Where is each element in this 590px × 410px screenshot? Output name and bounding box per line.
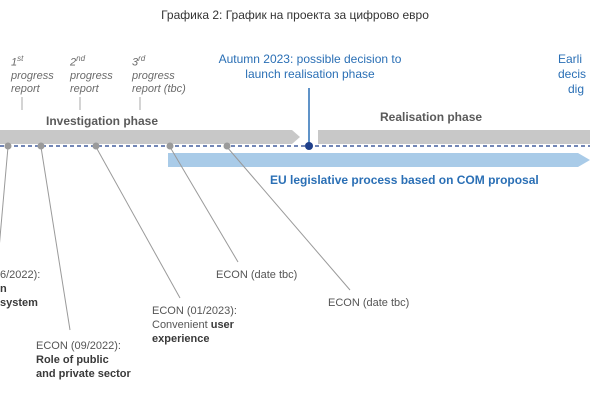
report-line1: progress bbox=[11, 69, 54, 82]
timeline-dot-econ-3 bbox=[92, 142, 100, 150]
econ-connector-3 bbox=[95, 146, 181, 299]
econ-date: ECON (09/2022): bbox=[36, 340, 121, 352]
report-line2: report bbox=[70, 82, 99, 95]
econ-connector-2 bbox=[40, 146, 71, 331]
right-edge-line3: dig bbox=[568, 82, 585, 96]
econ-label-1: 6/2022): n system bbox=[0, 268, 40, 310]
econ-label-4: ECON (date tbc) bbox=[216, 268, 297, 282]
econ-date: ECON (01/2023): bbox=[152, 305, 237, 317]
right-edge-label: Earli decis dig bbox=[558, 52, 590, 97]
progress-report-2: 2nd progress report bbox=[70, 52, 113, 96]
econ-date: ECON (date tbc) bbox=[328, 297, 410, 309]
legislative-process-arrow bbox=[168, 153, 590, 167]
investigation-phase-label: Investigation phase bbox=[46, 114, 159, 128]
timeline-dot-econ-1 bbox=[4, 142, 12, 150]
econ-date: 6/2022): bbox=[0, 269, 41, 281]
econ-topic-line1b: user bbox=[210, 319, 234, 331]
econ-connector-1 bbox=[0, 146, 9, 244]
report-line2: report bbox=[11, 82, 40, 95]
econ-label-2: ECON (09/2022): Role of public and priva… bbox=[36, 339, 131, 381]
econ-topic-line2: and private sector bbox=[36, 368, 131, 380]
report-line2: report (tbc) bbox=[132, 82, 186, 95]
report-ordinal: 3 bbox=[132, 56, 139, 69]
decision-label: Autumn 2023: possible decision to launch… bbox=[204, 52, 416, 82]
figure-caption: Графика 2: График на проекта за цифрово … bbox=[161, 8, 429, 22]
timeline-dot-econ-4 bbox=[166, 142, 174, 150]
econ-topic-line2: system bbox=[0, 297, 38, 309]
report-line1: progress bbox=[70, 69, 113, 82]
investigation-phase-arrow bbox=[0, 130, 300, 144]
decision-label-line2: launch realisation phase bbox=[245, 67, 375, 81]
econ-label-3: ECON (01/2023): Convenient user experien… bbox=[152, 304, 237, 346]
timeline-dot-econ-2 bbox=[37, 142, 45, 150]
report-ordinal-suffix: rd bbox=[138, 54, 146, 63]
econ-connector-4 bbox=[169, 146, 239, 263]
report-line1: progress bbox=[132, 69, 175, 82]
econ-date: ECON (date tbc) bbox=[216, 269, 298, 281]
progress-report-1: 1st progress report bbox=[11, 52, 54, 96]
econ-topic-line1: n bbox=[0, 283, 7, 295]
econ-topic-line1: Role of public bbox=[36, 354, 109, 366]
econ-topic-line2: experience bbox=[152, 333, 210, 345]
econ-label-5: ECON (date tbc) bbox=[328, 296, 409, 310]
report-ordinal: 2 bbox=[70, 56, 77, 69]
timeline-dot-econ-5 bbox=[223, 142, 231, 150]
realisation-phase-label: Realisation phase bbox=[380, 110, 483, 124]
report-ordinal: 1 bbox=[11, 56, 18, 69]
report-ordinal-suffix: st bbox=[17, 54, 24, 63]
decision-dot bbox=[305, 142, 313, 150]
progress-report-3: 3rd progress report (tbc) bbox=[132, 52, 186, 96]
realisation-phase-arrow bbox=[318, 130, 590, 144]
decision-label-line1: Autumn 2023: possible decision to bbox=[218, 52, 402, 66]
report-ordinal-suffix: nd bbox=[76, 54, 86, 63]
right-edge-line2: decis bbox=[558, 67, 587, 81]
econ-topic-line1a: Convenient bbox=[152, 319, 208, 331]
econ-connector-5 bbox=[226, 146, 351, 291]
legislative-process-label: EU legislative process based on COM prop… bbox=[270, 173, 539, 187]
right-edge-line1: Earli bbox=[558, 52, 583, 66]
